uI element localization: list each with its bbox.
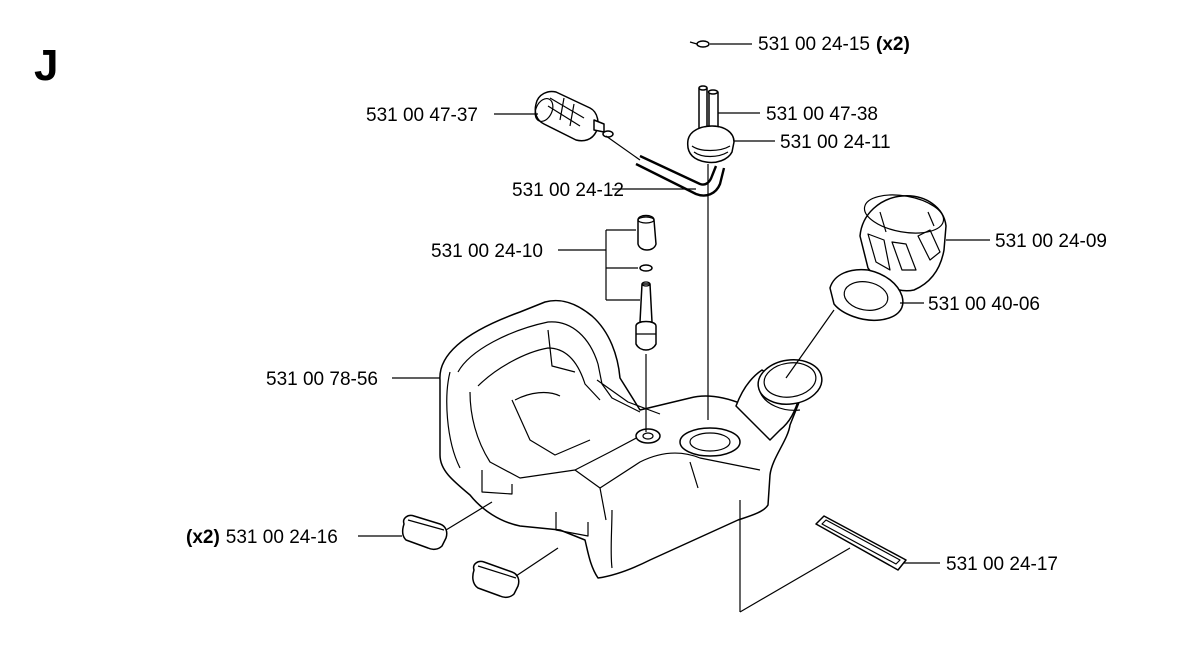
label-531-00-78-56: 531 00 78-56 — [266, 369, 378, 390]
filler-neck-ring — [757, 359, 823, 411]
label-531-00-24-11: 531 00 24-11 — [780, 132, 891, 153]
fuel-tank — [439, 299, 801, 579]
label-531-00-24-10: 531 00 24-10 — [431, 241, 543, 262]
fuel-filter-icon — [534, 90, 641, 161]
leader-lines — [358, 43, 990, 613]
label-531-00-24-17: 531 00 24-17 — [946, 554, 1058, 575]
rubber-plug-icon-2 — [472, 560, 520, 599]
label-531-00-24-12: 531 00 24-12 — [512, 180, 624, 201]
label-531-00-47-38: 531 00 47-38 — [766, 104, 878, 125]
label-531-00-24-09: 531 00 24-09 — [995, 231, 1107, 252]
label-531-00-47-37: 531 00 47-37 — [366, 105, 478, 126]
section-letter: J — [34, 41, 58, 90]
rubber-plug-icon — [401, 514, 448, 551]
cap-gasket-icon — [829, 268, 904, 322]
tank-gasket-icon — [815, 515, 907, 571]
label-531-00-24-16: (x2)531 00 24-16 — [186, 527, 338, 548]
tank-vent-icon — [686, 40, 735, 164]
label-531-00-40-06: 531 00 40-06 — [928, 294, 1040, 315]
tank-valve-icon — [635, 214, 657, 432]
label-531-00-24-15: 531 00 24-15(x2) — [758, 34, 910, 55]
fuel-cap-icon — [859, 194, 947, 292]
